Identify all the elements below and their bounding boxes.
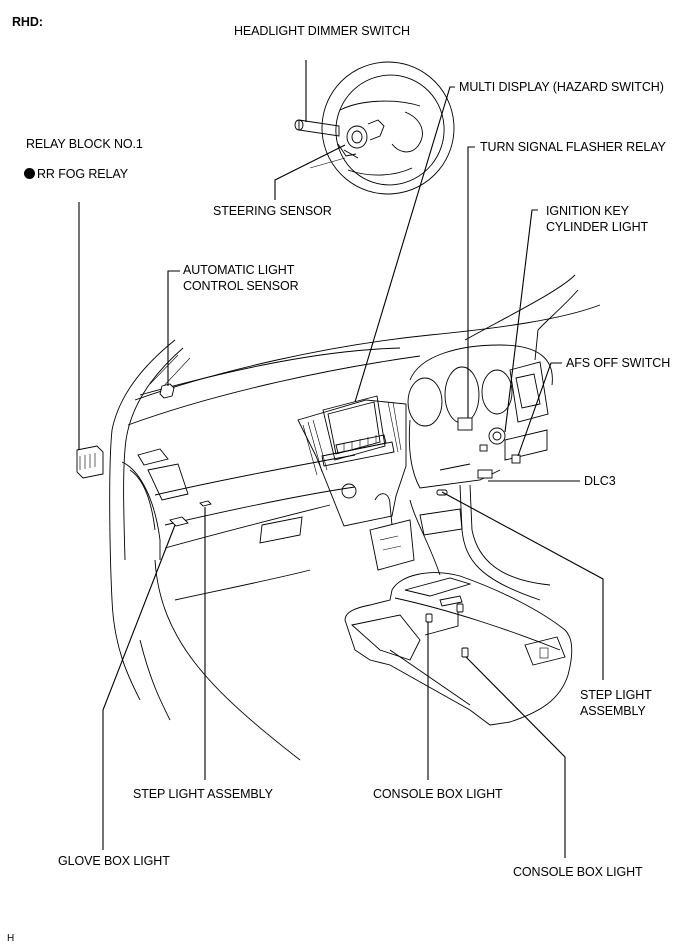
step-light-right-line2: ASSEMBLY bbox=[580, 704, 646, 718]
dashboard-body-drawing bbox=[109, 274, 601, 761]
figure-code: H bbox=[7, 933, 15, 944]
component-markers bbox=[76, 383, 212, 527]
label-dlc3: DLC3 bbox=[584, 474, 616, 488]
auto-light-line1: AUTOMATIC LIGHT bbox=[183, 263, 295, 277]
variant-label: RHD: bbox=[12, 15, 43, 29]
ignition-key-line2: CYLINDER LIGHT bbox=[546, 220, 649, 234]
rr-fog-relay-text: RR FOG RELAY bbox=[37, 167, 128, 181]
ignition-key-line1: IGNITION KEY bbox=[546, 204, 629, 218]
label-rr-fog-relay: RR FOG RELAY bbox=[24, 166, 128, 182]
label-ignition-key-cylinder-light: IGNITION KEY CYLINDER LIGHT bbox=[546, 203, 648, 235]
label-step-light-assembly-left: STEP LIGHT ASSEMBLY bbox=[133, 787, 273, 801]
label-multi-display: MULTI DISPLAY (HAZARD SWITCH) bbox=[459, 80, 664, 94]
label-steering-sensor: STEERING SENSOR bbox=[213, 204, 332, 218]
bullet-icon bbox=[24, 168, 35, 179]
label-turn-signal-flasher-relay: TURN SIGNAL FLASHER RELAY bbox=[480, 140, 666, 154]
steering-wheel-drawing bbox=[294, 61, 455, 195]
label-automatic-light-control-sensor: AUTOMATIC LIGHT CONTROL SENSOR bbox=[183, 262, 299, 294]
label-headlight-dimmer-switch: HEADLIGHT DIMMER SWITCH bbox=[234, 24, 410, 38]
step-light-right-line1: STEP LIGHT bbox=[580, 688, 652, 702]
center-stack-drawing bbox=[297, 395, 415, 571]
label-step-light-assembly-right: STEP LIGHT ASSEMBLY bbox=[580, 687, 652, 719]
console-box-drawing bbox=[344, 572, 573, 726]
label-console-box-light-2: CONSOLE BOX LIGHT bbox=[513, 865, 643, 879]
label-console-box-light-1: CONSOLE BOX LIGHT bbox=[373, 787, 503, 801]
label-glove-box-light: GLOVE BOX LIGHT bbox=[58, 854, 170, 868]
auto-light-line2: CONTROL SENSOR bbox=[183, 279, 299, 293]
label-relay-block: RELAY BLOCK NO.1 bbox=[26, 137, 143, 151]
instrument-cluster-drawing bbox=[407, 344, 553, 601]
label-afs-off-switch: AFS OFF SWITCH bbox=[566, 356, 671, 370]
leader-lines bbox=[78, 60, 604, 858]
